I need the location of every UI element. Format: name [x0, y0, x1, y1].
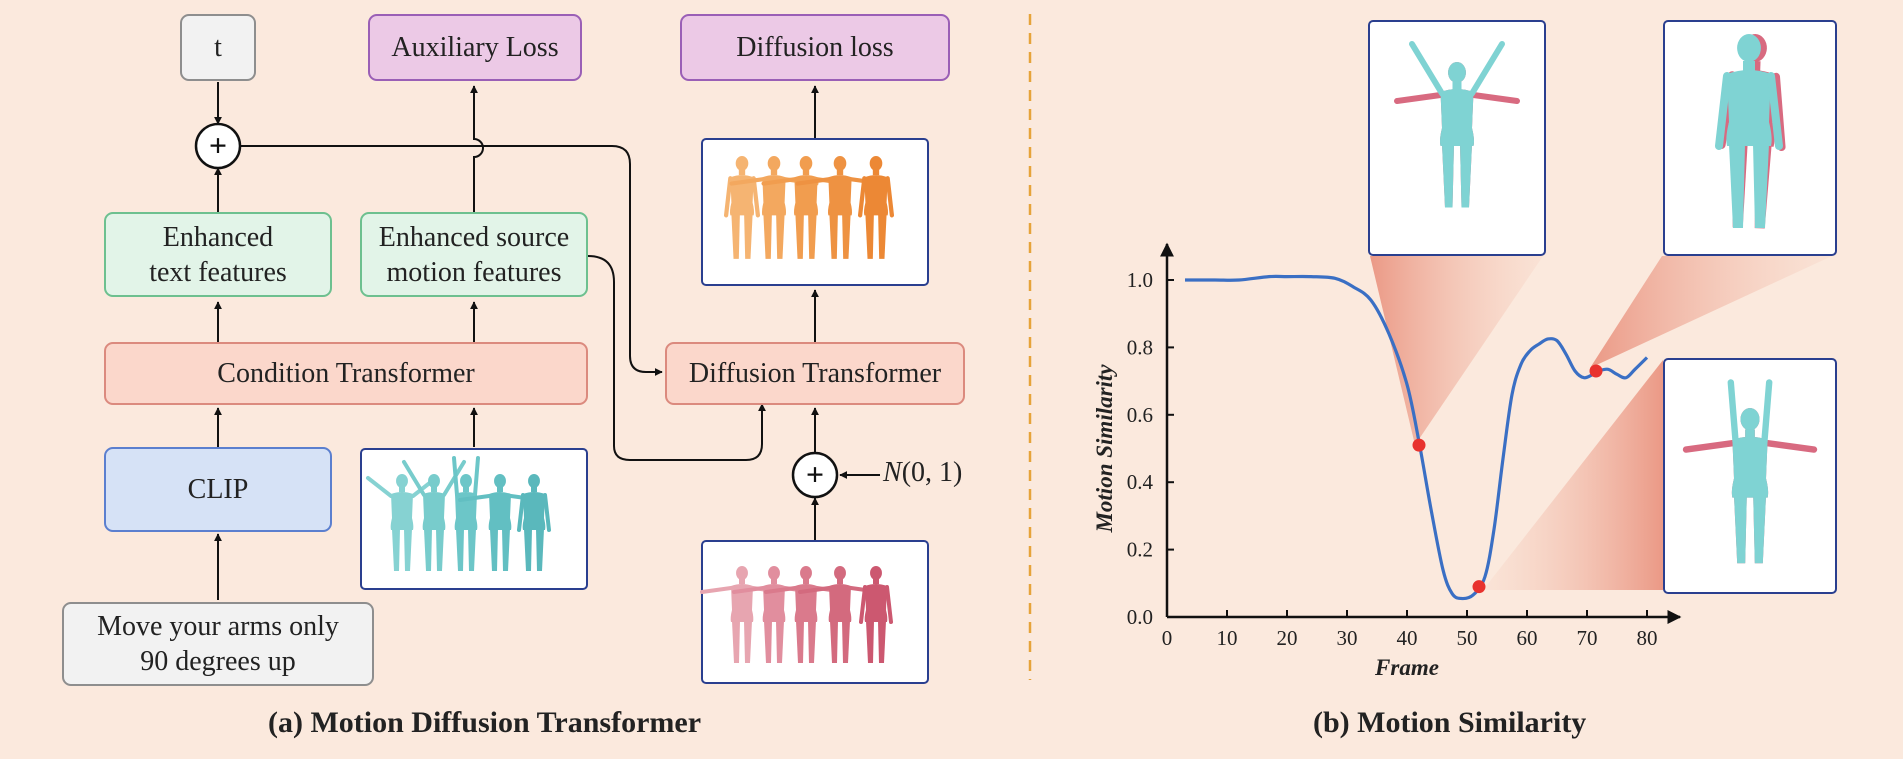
diffusion-transformer-box: Diffusion Transformer [665, 342, 965, 405]
highlight-marker [1472, 580, 1486, 594]
pose-snapshot-frame-71 [1663, 20, 1837, 256]
callout-cone-3 [1590, 256, 1832, 368]
y-tick-label: 0.6 [1127, 403, 1153, 427]
source-motion-image [360, 448, 588, 590]
auxiliary-loss-box: Auxiliary Loss [368, 14, 582, 81]
enhanced-text-features-label: Enhanced text features [149, 221, 287, 288]
y-tick-label: 1.0 [1127, 268, 1153, 292]
highlight-marker [1589, 364, 1603, 378]
y-axis-label: Motion Similarity [1092, 364, 1117, 534]
timestep-box: t [180, 14, 256, 81]
noise-symbol: N [883, 457, 902, 488]
x-tick-label: 50 [1457, 626, 1478, 650]
plus-node-top: + [194, 122, 242, 170]
pose-snapshot-frame-42 [1368, 20, 1546, 256]
enhanced-source-motion-features-box: Enhanced source motion features [360, 212, 588, 297]
x-axis-label: Frame [1374, 655, 1439, 680]
svg-text:+: + [209, 127, 227, 163]
callout-cone-1 [1370, 256, 1543, 445]
x-tick-label: 70 [1577, 626, 1598, 650]
enhanced-source-motion-features-label: Enhanced source motion features [378, 221, 570, 288]
svg-text:+: + [806, 456, 824, 492]
y-tick-label: 0.0 [1127, 605, 1153, 629]
noise-params: (0, 1) [901, 457, 963, 488]
similarity-chart: 0 10 20 30 40 50 60 70 80 0.0 0.2 0.4 0.6 0.8 1.0Frame… [1092, 242, 1682, 680]
callout-cone-2 [1483, 360, 1663, 590]
flow-arrows [214, 82, 880, 600]
y-tick-label: 0.8 [1127, 335, 1153, 359]
diffusion-loss-box: Diffusion loss [680, 14, 950, 81]
plus-node-noise: + [791, 451, 839, 499]
x-tick-label: 20 [1277, 626, 1298, 650]
noise-label: N(0, 1) [883, 457, 962, 489]
x-tick-label: 0 [1162, 626, 1173, 650]
y-tick-label: 0.2 [1127, 538, 1153, 562]
caption-right: (b) Motion Similarity [1313, 706, 1587, 739]
enhanced-text-features-box: Enhanced text features [104, 212, 332, 297]
x-tick-label: 30 [1337, 626, 1358, 650]
diffusion-transformer-label: Diffusion Transformer [688, 358, 942, 389]
pose-snapshot-frame-52 [1663, 358, 1837, 594]
timestep-label: t [214, 32, 222, 63]
target-motion-image [701, 540, 929, 684]
x-tick-label: 60 [1517, 626, 1538, 650]
highlight-marker [1412, 438, 1426, 452]
text-prompt-label: Move your arms only 90 degrees up [97, 611, 339, 677]
x-tick-label: 80 [1637, 626, 1658, 650]
condition-transformer-box: Condition Transformer [104, 342, 588, 405]
text-prompt-box: Move your arms only 90 degrees up [62, 602, 374, 686]
x-tick-label: 10 [1217, 626, 1238, 650]
generated-motion-image [701, 138, 929, 286]
x-tick-label: 40 [1397, 626, 1418, 650]
condition-transformer-label: Condition Transformer [217, 358, 475, 389]
auxiliary-loss-label: Auxiliary Loss [391, 32, 559, 63]
clip-label: CLIP [187, 474, 249, 505]
caption-left: (a) Motion Diffusion Transformer [268, 706, 702, 739]
clip-box: CLIP [104, 447, 332, 532]
diffusion-loss-label: Diffusion loss [736, 32, 894, 63]
y-tick-label: 0.4 [1127, 470, 1154, 494]
